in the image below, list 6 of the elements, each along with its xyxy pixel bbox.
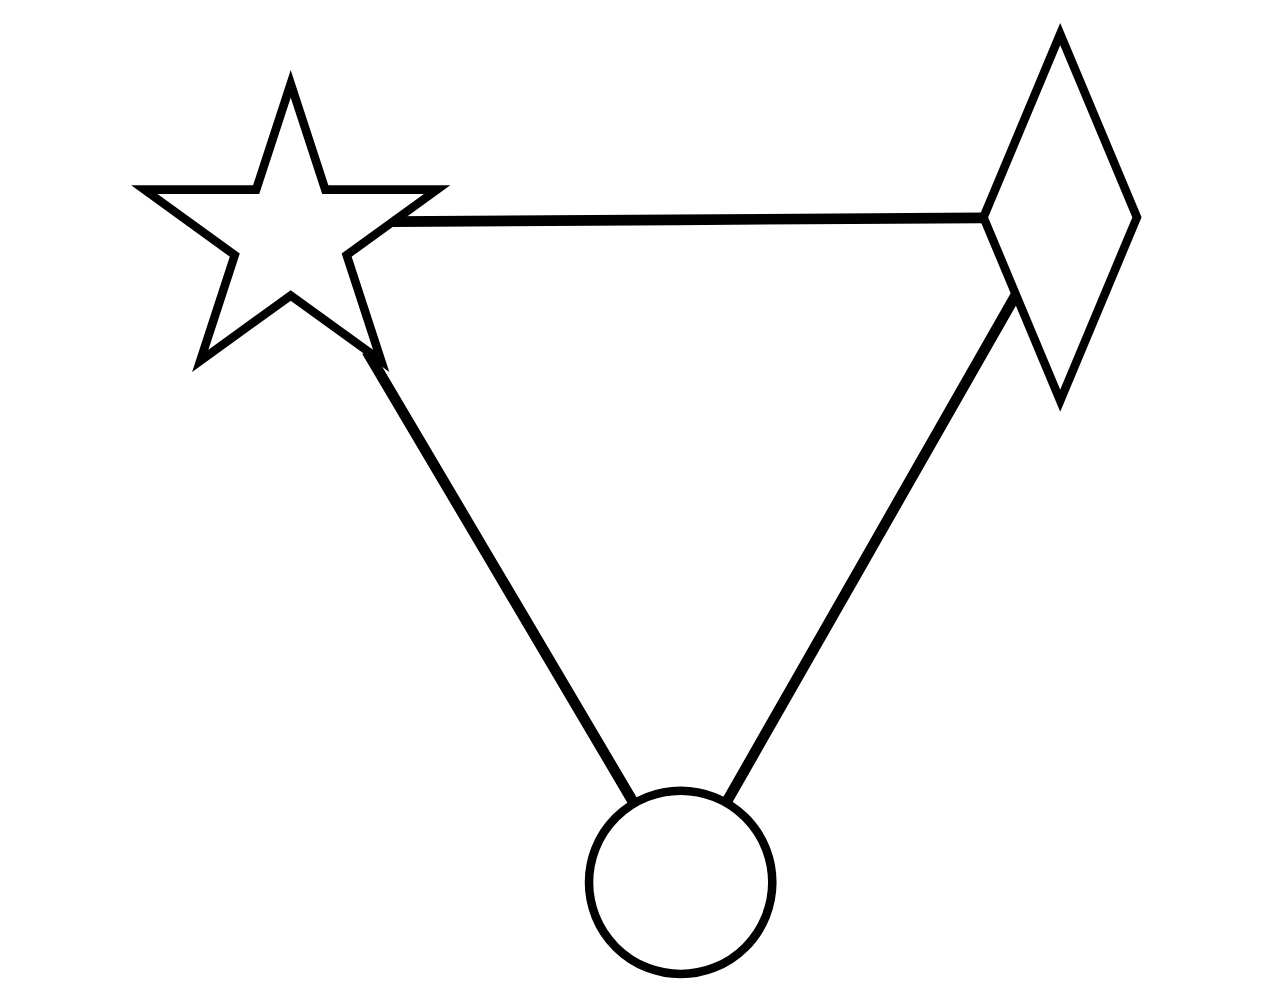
connector [720, 293, 1020, 805]
node-diamond [977, 22, 1141, 412]
connector [361, 348, 637, 805]
node-circle [583, 786, 776, 979]
connector [391, 212, 983, 227]
node-star [130, 70, 450, 373]
